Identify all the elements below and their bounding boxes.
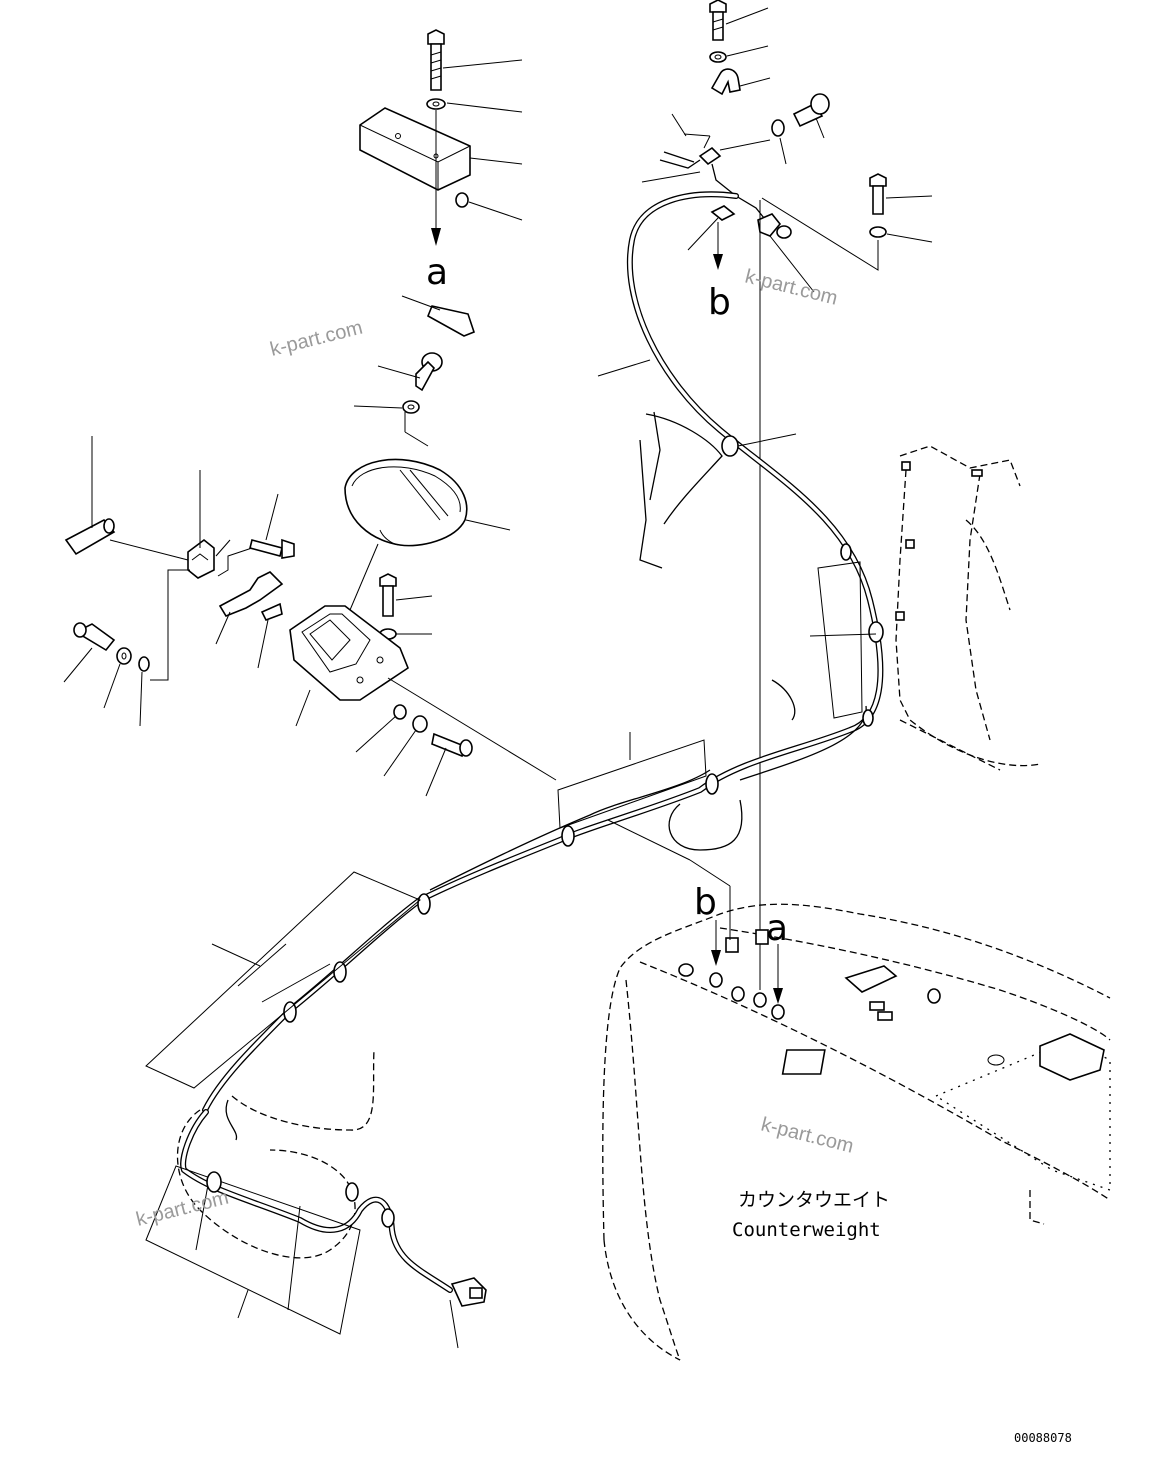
switch-assembly	[63, 436, 295, 727]
reference-mark-a-bottom: a	[766, 908, 788, 949]
counterweight-label-jp: カウンタウエイト	[738, 1189, 890, 1211]
counterweight-label-en: Counterweight	[732, 1219, 881, 1241]
watermark-2: k-part.com	[743, 266, 840, 310]
watermark-1: k-part.com	[268, 317, 365, 361]
counterweight	[602, 819, 1111, 1361]
reference-mark-b-top: b	[708, 282, 731, 323]
lamp-assembly	[289, 295, 557, 797]
wiring-harness	[145, 191, 1041, 1349]
sensor-clamp-assembly	[641, 0, 933, 990]
reference-mark-b-bottom: b	[694, 882, 717, 923]
drawing-number: 00088078	[1014, 1431, 1072, 1445]
watermark-3: k-part.com	[759, 1114, 856, 1158]
cover-assembly	[359, 29, 523, 246]
reference-mark-a-top: a	[426, 252, 448, 293]
